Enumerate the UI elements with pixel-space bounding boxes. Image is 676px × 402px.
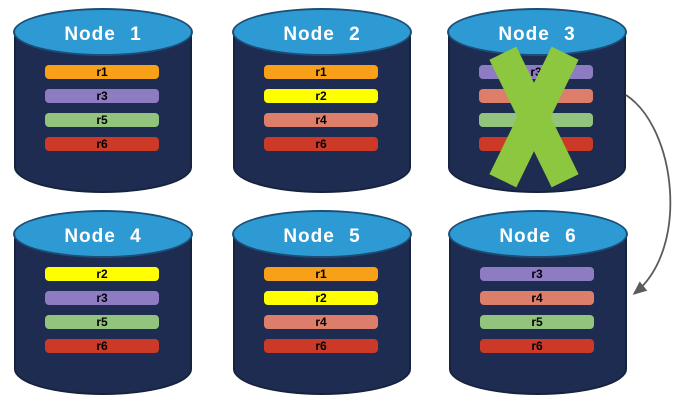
node-title: Node 4 xyxy=(64,225,142,247)
cylinder-top: Node 1 xyxy=(13,8,193,56)
cylinder-top: Node 2 xyxy=(232,8,412,56)
cylinder-body xyxy=(233,234,411,395)
replica-bar: r3 xyxy=(45,89,159,103)
replica-bar: r4 xyxy=(480,291,594,305)
node-title: Node 6 xyxy=(499,225,577,247)
cylinder-body xyxy=(233,32,411,193)
node-4: Node 4 r2 r3 r5 r6 xyxy=(13,209,193,397)
replica-bar: r6 xyxy=(45,137,159,151)
replica-bar: r2 xyxy=(264,89,378,103)
replica-bar: r1 xyxy=(264,65,378,79)
replica-bar: r1 xyxy=(45,65,159,79)
cylinder-body xyxy=(449,234,627,395)
node-title: Node 3 xyxy=(498,23,576,45)
cylinder-body xyxy=(14,234,192,395)
replica-list: r1 r3 r5 r6 xyxy=(45,65,159,161)
replica-bar: r5 xyxy=(480,315,594,329)
node-title: Node 5 xyxy=(283,225,361,247)
replica-list: r2 r3 r5 r6 xyxy=(45,267,159,363)
replica-bar: r5 xyxy=(45,113,159,127)
replica-bar: r6 xyxy=(480,339,594,353)
replica-bar: r4 xyxy=(264,113,378,127)
node-title: Node 2 xyxy=(283,23,361,45)
replica-bar: r6 xyxy=(45,339,159,353)
replica-bar: r5 xyxy=(45,315,159,329)
cylinder-top: Node 4 xyxy=(13,210,193,258)
node-5: Node 5 r1 r2 r4 r6 xyxy=(232,209,412,397)
replica-bar: r4 xyxy=(264,315,378,329)
node-1: Node 1 r1 r3 r5 r6 xyxy=(13,7,193,195)
replica-bar: r2 xyxy=(45,267,159,281)
node-6: Node 6 r3 r4 r5 r6 xyxy=(448,209,628,397)
replica-bar: r6 xyxy=(264,339,378,353)
cylinder-top: Node 5 xyxy=(232,210,412,258)
replica-list: r3 r4 r5 r6 xyxy=(480,267,594,363)
replica-bar: r2 xyxy=(264,291,378,305)
replica-list: r1 r2 r4 r6 xyxy=(264,267,378,363)
replica-bar: r3 xyxy=(480,267,594,281)
failure-x-icon xyxy=(484,46,584,188)
node-2: Node 2 r1 r2 r4 r6 xyxy=(232,7,412,195)
replica-bar: r3 xyxy=(45,291,159,305)
replica-bar: r6 xyxy=(264,137,378,151)
node-3-failed: Node 3 r3 r4 r5 r6 xyxy=(447,7,627,195)
cylinder-top: Node 6 xyxy=(448,210,628,258)
arrow-curve xyxy=(625,94,672,295)
replica-list: r1 r2 r4 r6 xyxy=(264,65,378,161)
replica-bar: r1 xyxy=(264,267,378,281)
node-title: Node 1 xyxy=(64,23,142,45)
cylinder-body xyxy=(14,32,192,193)
